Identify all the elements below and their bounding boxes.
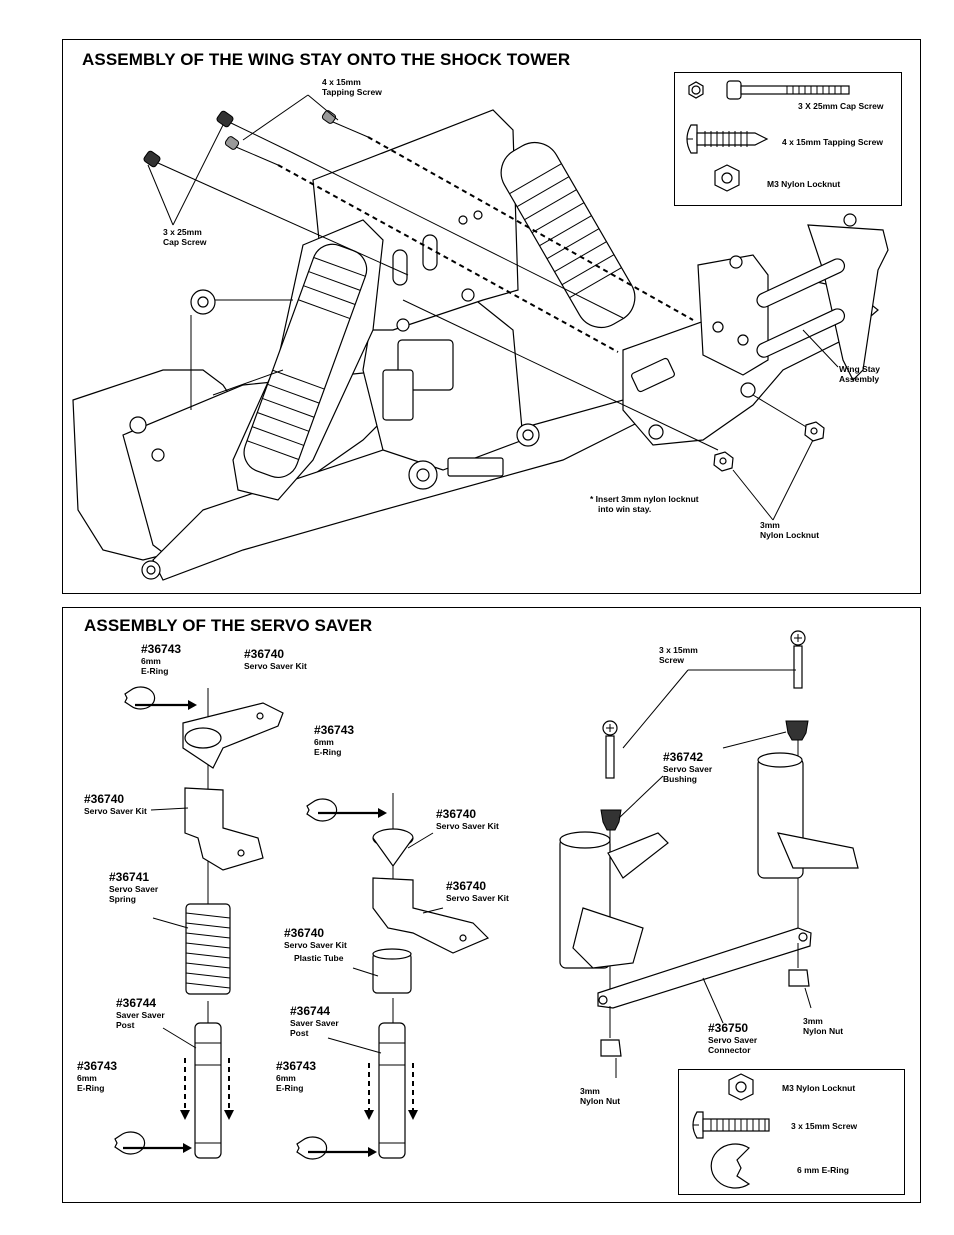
e-ring-bottom-left (114, 1131, 146, 1155)
left-shock-absorber (232, 219, 384, 501)
locknut-2 (804, 421, 825, 442)
legend-label-cap-screw: 3 X 25mm Cap Screw (798, 101, 884, 111)
hex-locknut-icon (714, 164, 740, 192)
servo-saver-assembly-panel: ASSEMBLY OF THE SERVO SAVER (62, 607, 921, 1203)
legend-label-e-ring: 6 mm E-Ring (797, 1165, 849, 1175)
saver-post-mid (378, 1022, 406, 1159)
e-ring-icon (710, 1143, 751, 1189)
servo-saver-lower-arm-left (184, 787, 264, 871)
wing-stay-assembly-panel: ASSEMBLY OF THE WING STAY ONTO THE SHOCK… (62, 39, 921, 594)
servo-saver-spring-left (185, 903, 231, 995)
legend-label-locknut: M3 Nylon Locknut (782, 1083, 856, 1093)
bushing-left (600, 809, 622, 831)
wing-stay-assembly (622, 213, 889, 446)
nylon-nut-right (788, 969, 810, 987)
cap-screw-1 (143, 150, 219, 191)
panel-title: ASSEMBLY OF THE SERVO SAVER (84, 616, 373, 635)
phillips-tapping-screw-icon (686, 124, 769, 154)
tapping-screw-2 (321, 110, 369, 138)
servo-saver-connector (597, 927, 812, 1009)
hardware-legend: 3 X 25mm Cap Screw 4 x 15mm Tapping Scre… (674, 72, 902, 206)
panel-title: ASSEMBLY OF THE WING STAY ONTO THE SHOCK… (82, 50, 571, 69)
servo-saver-right-unit (757, 752, 859, 879)
locknut-1 (713, 451, 734, 472)
e-ring-bottom-mid (296, 1136, 328, 1160)
servo-saver-top-arm (182, 702, 284, 769)
hex-socket-cap-screw-icon (688, 80, 850, 100)
e-ring-mid (306, 798, 338, 822)
screw-right-top (790, 630, 806, 689)
servo-saver-top-mid (372, 828, 414, 868)
hex-locknut-icon (728, 1073, 754, 1101)
hardware-legend: M3 Nylon Locknut 3 x 15mm Screw 6 mm E-R… (678, 1069, 905, 1195)
legend-label-locknut: M3 Nylon Locknut (767, 179, 841, 189)
nylon-nut-left (600, 1039, 622, 1057)
cap-screw-2 (216, 110, 292, 153)
tapping-screw-1 (224, 136, 279, 166)
bushing-right (785, 720, 809, 741)
phillips-screw-icon (692, 1111, 770, 1139)
servo-saver-left-unit (559, 831, 669, 969)
right-shock-absorber (500, 141, 636, 329)
servo-saver-arm-mid (372, 877, 490, 954)
servo-saver-drawing (114, 630, 859, 1160)
legend-label-screw: 3 x 15mm Screw (791, 1121, 858, 1131)
e-ring-top-left (124, 686, 156, 710)
saver-post-left (194, 1022, 222, 1159)
wing-stay-drawing (72, 94, 889, 581)
plastic-tube-mid (372, 948, 412, 994)
screw-left (602, 720, 618, 779)
legend-label-tapping-screw: 4 x 15mm Tapping Screw (782, 137, 883, 147)
